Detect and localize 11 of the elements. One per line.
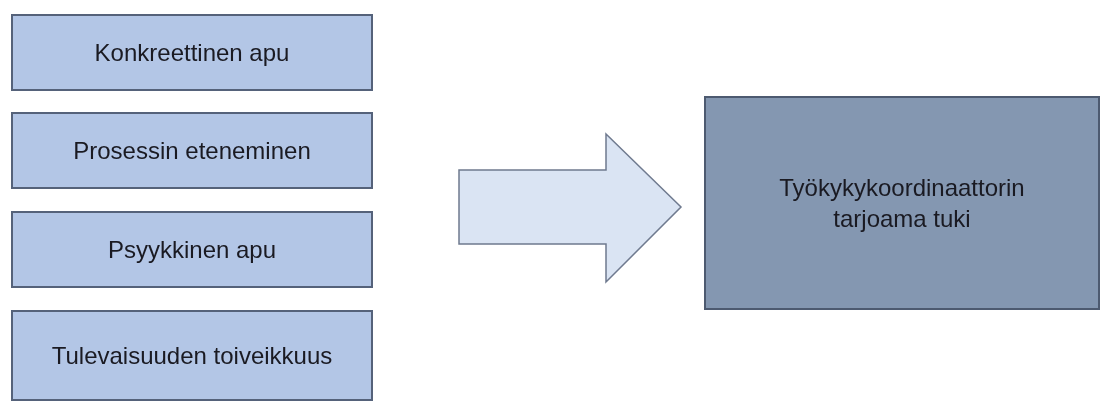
box-label: Tulevaisuuden toiveikkuus	[51, 340, 333, 371]
box-label: Konkreettinen apu	[94, 37, 290, 68]
box-label: Työkykykoordinaattorin tarjoama tuki	[778, 172, 1026, 234]
target-box	[704, 96, 1100, 310]
block-arrow	[458, 132, 683, 284]
item-box	[11, 310, 373, 401]
item-box	[11, 14, 373, 91]
item-box	[11, 112, 373, 189]
box-label: Prosessin eteneminen	[73, 135, 311, 166]
box-label: Psyykkinen apu	[107, 234, 277, 265]
item-box	[11, 211, 373, 288]
